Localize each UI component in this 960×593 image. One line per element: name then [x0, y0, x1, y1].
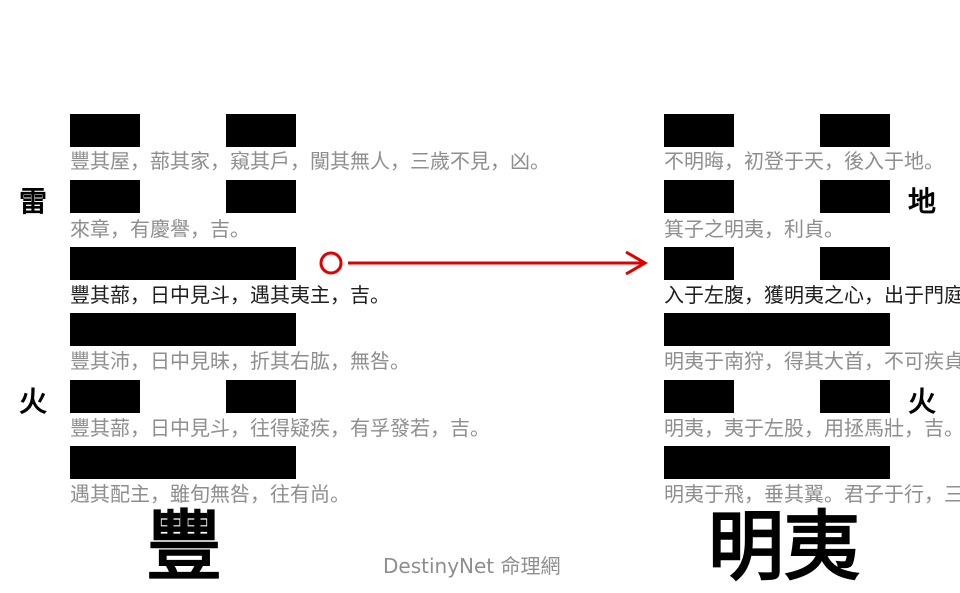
yang-segment	[70, 446, 296, 479]
yin-segment	[820, 247, 890, 280]
left-line-1-text: 遇其配主，雖旬無咎，往有尚。	[70, 482, 350, 506]
left-line-5-text: 來章，有慶譽，吉。	[70, 217, 250, 241]
left-line-4-text: 豐其蔀，日中見斗，遇其夷主，吉。	[70, 283, 390, 307]
yin-segment	[70, 180, 140, 213]
right-line-1-text: 明夷于飛，垂其翼。君子于行，三日不食。	[664, 482, 960, 506]
right-line-2-text: 明夷，夷于左股，用拯馬壯，吉。	[664, 416, 960, 440]
yang-segment	[70, 247, 296, 280]
yang-segment	[664, 446, 890, 479]
right-line-3-text: 明夷于南狩，得其大首，不可疾貞。	[664, 349, 960, 373]
right-line-6-text: 不明晦，初登于天，後入于地。	[664, 149, 944, 173]
yang-segment	[70, 313, 296, 346]
left-line-2-text: 豐其蔀，日中見斗，往得疑疾，有孚發若，吉。	[70, 416, 490, 440]
right-lower-trigram: 火	[908, 385, 937, 418]
right-hexagram-name: 明夷	[708, 502, 860, 591]
brand-watermark: DestinyNet 命理網	[383, 554, 561, 578]
left-upper-trigram: 雷	[19, 185, 48, 218]
yin-segment	[70, 380, 140, 413]
left-line-3-text: 豐其沛，日中見昧，折其右肱，無咎。	[70, 349, 410, 373]
yin-segment	[820, 180, 890, 213]
right-upper-trigram: 地	[908, 185, 937, 218]
yin-segment	[664, 180, 734, 213]
yin-segment	[226, 114, 296, 147]
yin-segment	[226, 180, 296, 213]
left-lower-trigram: 火	[19, 385, 48, 418]
yin-segment	[70, 114, 140, 147]
right-line-4-text: 入于左腹，獲明夷之心，出于門庭。	[664, 283, 960, 307]
yin-segment	[820, 380, 890, 413]
moving-line-marker	[319, 251, 343, 275]
yin-segment	[226, 380, 296, 413]
right-line-5-text: 箕子之明夷，利貞。	[664, 217, 844, 241]
yin-segment	[664, 247, 734, 280]
yin-segment	[820, 114, 890, 147]
arrow-head	[625, 250, 648, 276]
yin-segment	[664, 114, 734, 147]
yin-segment	[664, 380, 734, 413]
left-line-6-text: 豐其屋，蔀其家，窺其戶，闃其無人，三歲不見，凶。	[70, 149, 550, 173]
left-hexagram-name: 豐	[146, 502, 222, 591]
yang-segment	[664, 313, 890, 346]
